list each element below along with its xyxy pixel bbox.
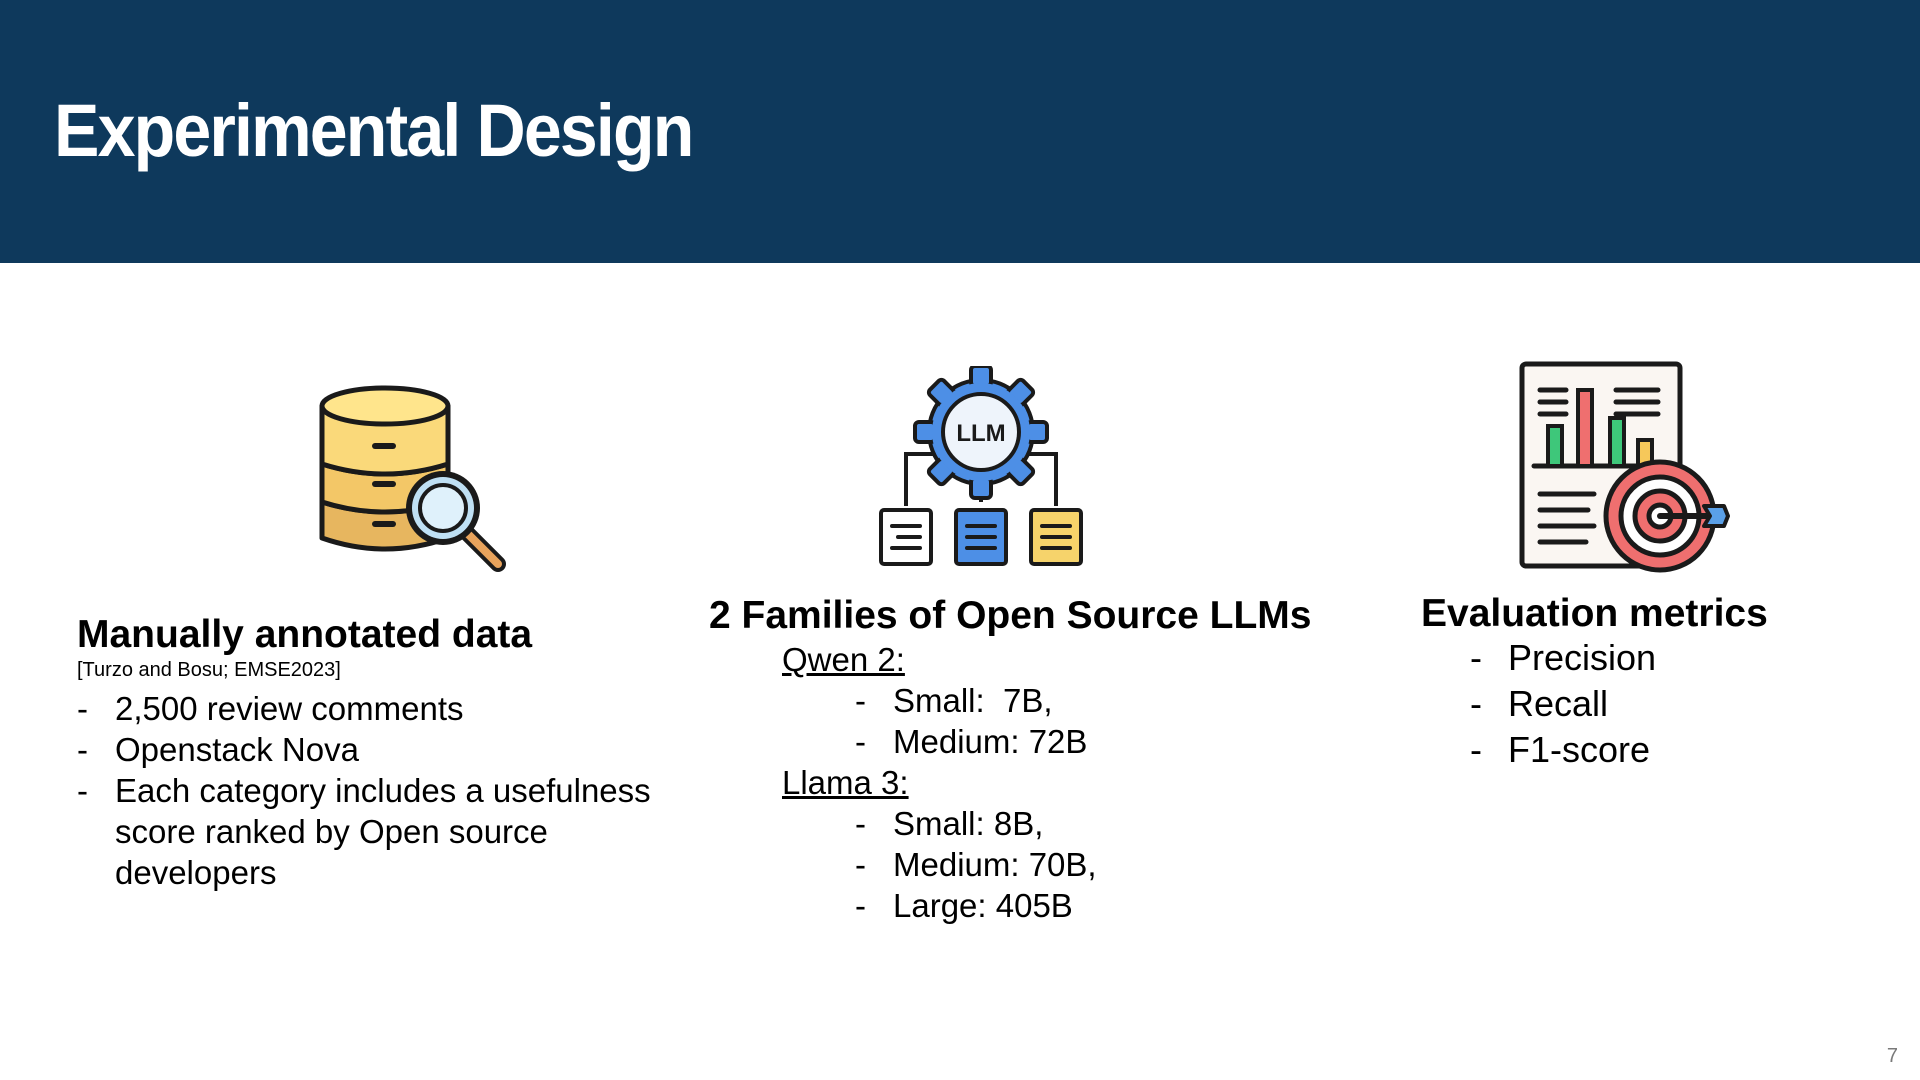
right-column: Evaluation metrics -Precision -Recall -F… <box>1421 591 1768 773</box>
list-item: -F1-score <box>1470 729 1651 770</box>
list-item: -Medium: 70B, <box>855 846 1097 883</box>
middle-column: 2 Families of Open Source LLMs Qwen 2: -… <box>709 593 1311 926</box>
slide-header: Experimental Design <box>0 0 1920 263</box>
page-number: 7 <box>1886 1045 1898 1067</box>
qwen-list: -Small: 7B, -Medium: 72B <box>782 680 1311 762</box>
list-item: -Precision <box>1470 637 1657 678</box>
list-item: -Each category includes a usefulness <box>77 772 651 809</box>
qwen-label: Qwen 2: <box>782 641 905 678</box>
llama-list: -Small: 8B, -Medium: 70B, -Large: 405B <box>782 803 1311 926</box>
list-item: -Recall <box>1470 683 1609 724</box>
list-item: -2,500 review comments <box>77 690 464 727</box>
list-item: -Large: 405B <box>855 887 1073 924</box>
left-heading: Manually annotated data <box>77 613 533 656</box>
report-target-icon <box>1519 361 1730 573</box>
list-item: -Small: 8B, <box>855 805 1044 842</box>
slide-title: Experimental Design <box>54 89 694 172</box>
left-column: Manually annotated data [Turzo and Bosu;… <box>77 612 651 893</box>
citation: [Turzo and Bosu; EMSE2023] <box>77 659 341 681</box>
list-item-continuation: score ranked by Open source <box>115 813 548 850</box>
llm-gear-network-icon: LLM <box>879 366 1083 566</box>
database-search-icon <box>319 385 506 572</box>
middle-heading: 2 Families of Open Source LLMs <box>709 594 1312 637</box>
list-item: -Small: 7B, <box>855 682 1053 719</box>
right-list: -Precision -Recall -F1-score <box>1421 635 1768 773</box>
list-item: -Medium: 72B <box>855 723 1088 760</box>
list-item: -Openstack Nova <box>77 731 359 768</box>
llama-label: Llama 3: <box>782 764 909 801</box>
list-item-continuation: developers <box>115 854 277 891</box>
llm-icon-label: LLM <box>956 420 1005 447</box>
left-list: -2,500 review comments -Openstack Nova -… <box>77 688 651 893</box>
right-heading: Evaluation metrics <box>1421 592 1768 635</box>
